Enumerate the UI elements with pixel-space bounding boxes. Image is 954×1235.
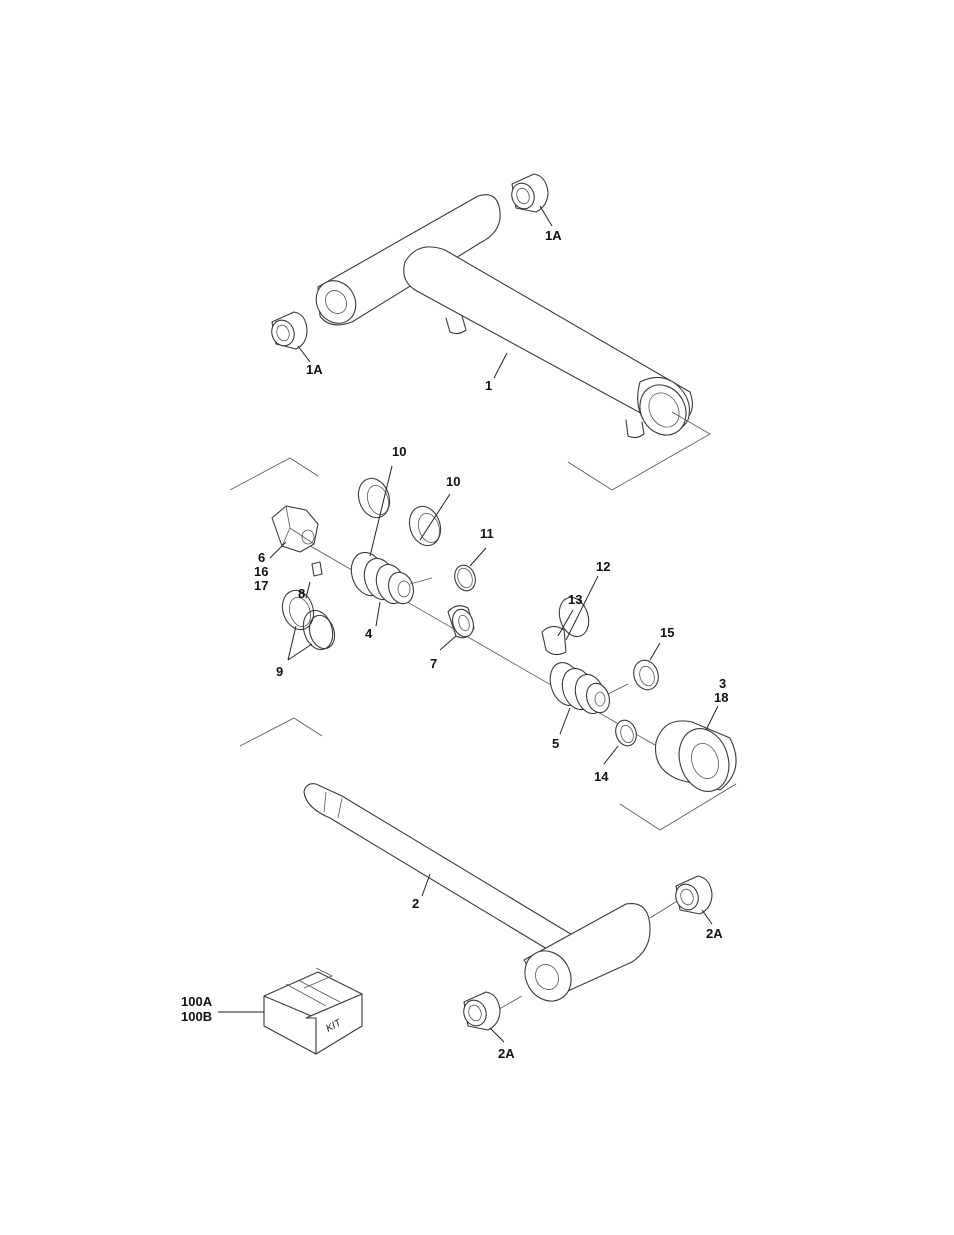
spacer-7 — [447, 605, 475, 639]
rod-assembly — [239, 717, 683, 1013]
end-cap-3 — [654, 720, 737, 792]
callout-10-b: 10 — [446, 474, 460, 489]
callout-13: 13 — [568, 592, 582, 607]
callout-100B: 100B — [181, 1009, 212, 1024]
piston-4 — [350, 551, 433, 605]
callout-2: 2 — [412, 896, 419, 911]
bushing-1A-left — [271, 311, 308, 350]
callout-16: 16 — [254, 564, 268, 579]
wear-ring-13 — [541, 625, 567, 656]
callout-9: 9 — [276, 664, 283, 679]
head-5 — [549, 662, 629, 715]
callout-1: 1 — [485, 378, 492, 393]
callout-11: 11 — [480, 526, 494, 541]
bushing-1A-top — [511, 173, 549, 213]
piston-assembly-components — [229, 457, 737, 831]
callout-4: 4 — [365, 626, 373, 641]
kit-box: KIT — [263, 967, 363, 1055]
callout-6: 6 — [258, 550, 265, 565]
callout-17: 17 — [254, 578, 268, 593]
callout-8: 8 — [298, 586, 305, 601]
callout-1A-left: 1A — [306, 362, 323, 377]
set-screw-8 — [311, 561, 323, 577]
bushing-2A-right — [675, 875, 713, 915]
callout-14: 14 — [594, 769, 609, 784]
callout-18: 18 — [714, 690, 728, 705]
nut-6 — [271, 505, 319, 553]
callout-12: 12 — [596, 559, 610, 574]
wiper-15 — [633, 659, 659, 691]
callout-100A: 100A — [181, 994, 213, 1009]
callout-2A-bottom: 2A — [498, 1046, 515, 1061]
barrel-assembly — [315, 194, 711, 491]
o-ring-11 — [454, 564, 476, 592]
callout-7: 7 — [430, 656, 437, 671]
retaining-ring-12 — [558, 596, 590, 638]
callout-2A-right: 2A — [706, 926, 723, 941]
piston-rings-9 — [281, 589, 336, 651]
callout-10-a: 10 — [392, 444, 406, 459]
seal-ring-10-b — [408, 505, 442, 547]
callout-1A-top: 1A — [545, 228, 562, 243]
callout-5: 5 — [552, 736, 559, 751]
leader-lines — [218, 205, 719, 1043]
ring-14 — [615, 719, 637, 747]
callout-3: 3 — [719, 676, 726, 691]
callout-15: 15 — [660, 625, 674, 640]
bushing-2A-bottom — [463, 991, 501, 1031]
callout-labels: 1A 1A 1 10 10 11 6 16 17 8 9 4 7 12 13 1… — [181, 228, 728, 1061]
